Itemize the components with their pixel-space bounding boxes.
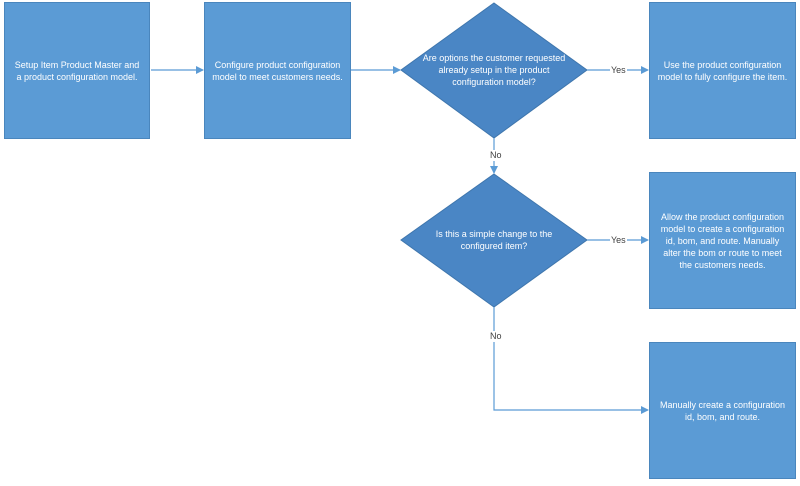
edge-label-yes-1: Yes	[610, 65, 627, 76]
setup-text: Setup Item Product Master and a product …	[14, 59, 140, 82]
decision-options-label: Are options the customer requested alrea…	[422, 53, 566, 87]
use-model-text: Use the product configuration model to f…	[657, 59, 788, 82]
manual-create-text: Manually create a configuration id, bom,…	[659, 399, 786, 422]
edge-label-no-2: No	[489, 331, 503, 342]
allow-model-text: Allow the product configuration model to…	[660, 211, 785, 270]
edge-label-yes-2: Yes	[610, 235, 627, 246]
decision-options-text: Are options the customer requested alrea…	[421, 40, 567, 100]
edge-label-no-1: No	[489, 150, 503, 161]
configure-box: Configure product configuration model to…	[204, 2, 351, 139]
decision-simple-label: Is this a simple change to the configure…	[435, 229, 553, 251]
connector-no-to-manual-create	[493, 307, 649, 414]
decision-simple-text: Is this a simple change to the configure…	[428, 222, 560, 258]
use-model-box: Use the product configuration model to f…	[649, 2, 796, 139]
manual-create-box: Manually create a configuration id, bom,…	[649, 342, 796, 479]
allow-model-box: Allow the product configuration model to…	[649, 172, 796, 309]
setup-box: Setup Item Product Master and a product …	[4, 2, 150, 139]
configure-text: Configure product configuration model to…	[212, 59, 343, 82]
